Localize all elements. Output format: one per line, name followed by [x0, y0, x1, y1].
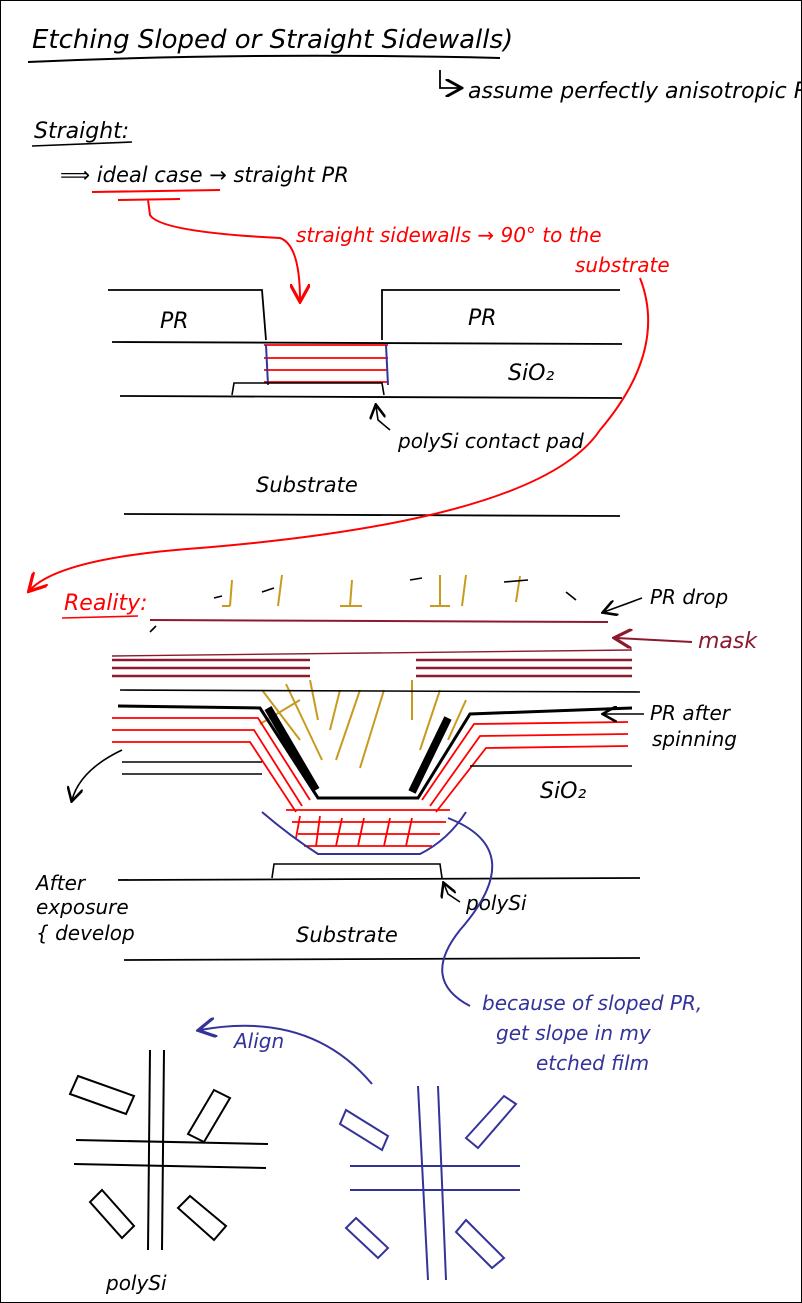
pr-drop-arrow — [604, 598, 642, 612]
straight-etch-hatch — [264, 345, 388, 382]
reality-underline — [62, 616, 138, 618]
pad-arrow — [376, 406, 390, 430]
pr-right-block — [382, 290, 620, 340]
substrate-line — [124, 514, 620, 516]
mask-top-edge — [112, 650, 632, 656]
ideal-case: ideal case — [97, 163, 203, 187]
align-label: Align — [232, 1029, 284, 1053]
after-exposure-line2: exposure — [36, 895, 129, 919]
assume-note-line1: assume perfectly anisotropic RIE etch — [468, 79, 802, 104]
assume-arrow — [440, 70, 460, 88]
mask-line — [150, 620, 608, 622]
reality-sio2-bottom — [118, 878, 640, 880]
ideal-underline — [92, 190, 220, 192]
pr-right-label: PR — [468, 306, 497, 331]
ideal-suffix: → straight PR — [203, 163, 349, 187]
sio2-label: SiO₂ — [508, 361, 554, 386]
sio2-bottom-line — [120, 396, 622, 398]
ideal-prefix: ⟹ — [60, 163, 97, 187]
sio2-top-line — [122, 762, 632, 766]
ideal-line: ⟹ ideal case → straight PR — [60, 163, 349, 187]
straight-contact-pad — [232, 383, 384, 395]
because-line2: get slope in my — [496, 1021, 652, 1045]
title: Etching Sloped or Straight Sidewalls) — [32, 25, 513, 55]
red-note-line2: substrate — [575, 253, 670, 277]
pr-drop-label: PR drop — [650, 585, 728, 609]
mask-alignment-mark — [340, 1086, 520, 1280]
pr-after-line1: PR after — [650, 701, 732, 725]
because-line1: because of sloped PR, — [482, 991, 702, 1015]
mask-plates — [112, 660, 632, 676]
reality-substrate-label: Substrate — [296, 923, 398, 947]
straight-heading: Straight: — [34, 119, 129, 144]
polysi-pad-label: polySi contact pad — [397, 429, 584, 453]
pr-drop-marks — [150, 578, 576, 632]
assume-note: assume perfectly anisotropic RIE etch — [468, 79, 802, 104]
reality-substrate-line — [124, 958, 640, 960]
pr-top-line — [120, 690, 640, 692]
pr-bottom-line — [112, 342, 622, 344]
reality-polysi-arrow — [444, 884, 460, 902]
reality-sio2-label: SiO₂ — [540, 779, 586, 804]
straight-sidewalls — [266, 345, 388, 385]
after-exposure-arrow — [72, 750, 122, 800]
ideal-to-sidewall-arrow — [118, 199, 300, 300]
align-arrow — [200, 1026, 372, 1084]
polysi-bottom-label: polySi — [105, 1271, 167, 1295]
polysi-alignment-mark — [70, 1050, 268, 1250]
mask-label: mask — [698, 629, 758, 654]
after-exposure-line3: { develop — [36, 921, 135, 945]
reality-polysi-pad — [272, 864, 442, 878]
title-underline — [28, 56, 500, 62]
pr-after-line2: spinning — [652, 727, 737, 751]
substrate-label: Substrate — [256, 473, 358, 497]
after-exposure-line1: After — [34, 871, 87, 895]
reality-heading: Reality: — [64, 591, 148, 616]
pr-left-label: PR — [160, 309, 189, 334]
because-line3: etched film — [536, 1051, 649, 1075]
mask-arrow — [616, 638, 692, 642]
red-note-line1: straight sidewalls → 90° to the — [296, 223, 602, 247]
